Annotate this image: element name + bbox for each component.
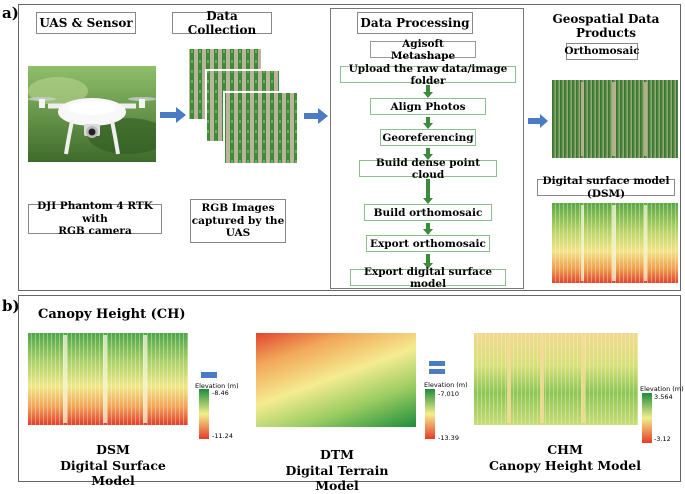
dsm-name: Digital Surface Model [60, 457, 166, 489]
dtm-legend-title: Elevation (m) [424, 381, 468, 389]
dtm-abbr: DTM [320, 447, 354, 462]
chm-map [474, 333, 638, 425]
processing-frame [330, 8, 524, 289]
processing-step: Export digital surface model [350, 266, 506, 290]
arrow-down-icon [423, 117, 433, 129]
collection-title-box: Data Collection [172, 9, 272, 37]
dsm-product-image [552, 203, 678, 283]
dtm-legend-bar [425, 389, 435, 439]
panel-a-label: a) [2, 4, 19, 22]
chm-abbr: CHM [547, 442, 583, 457]
collection-caption-box: RGB Images captured by the UAS [190, 199, 286, 243]
panel-b-label: b) [2, 297, 20, 315]
panel-a-frame [18, 4, 681, 291]
arrow-down-icon [423, 254, 433, 269]
dsm-caption: DSM Digital Surface Model [38, 442, 188, 489]
dsm-legend-bar [199, 389, 209, 439]
chm-legend-title: Elevation (m) [640, 385, 684, 393]
arrow-down-icon [423, 179, 433, 204]
dsm-legend-title: Elevation (m) [195, 382, 239, 390]
canopy-height-title: Canopy Height (CH) [38, 307, 186, 322]
minus-icon [201, 372, 217, 378]
software-box: Agisoft Metashape [370, 38, 476, 62]
processing-step: Upload the raw data/image folder [340, 63, 516, 87]
dtm-legend-min: -13.39 [438, 434, 459, 442]
processing-step-label: Upload the raw data/image folder [348, 62, 508, 87]
chm-legend-bar [642, 393, 652, 443]
orthomosaic-image [552, 80, 678, 158]
dtm-caption: DTM Digital Terrain Model [262, 447, 412, 494]
arrow-down-icon [423, 85, 433, 98]
orthomosaic-box: Orthomosaic [564, 43, 640, 60]
uas-caption-line1: DJI Phantom 4 RTK with [37, 200, 153, 225]
panel-b-frame [18, 295, 681, 482]
dsm-legend-min: -11.24 [212, 432, 233, 440]
processing-step-label: Export digital surface model [363, 265, 493, 290]
chm-caption: CHM Canopy Height Model [480, 442, 650, 473]
processing-step: Export orthomosaic [366, 235, 490, 252]
dtm-legend-max: -7.010 [438, 390, 459, 398]
processing-step-label: Build dense point cloud [375, 156, 481, 181]
processing-step: Build dense point cloud [359, 157, 497, 181]
processing-step-label: Align Photos [390, 100, 466, 113]
uas-title: UAS & Sensor [39, 15, 133, 30]
arrow-right-icon [528, 114, 548, 128]
uas-caption-line2: RGB camera [58, 225, 132, 238]
chm-legend-min: -3.12 [654, 435, 671, 443]
collection-caption-line2: captured by the [191, 214, 285, 227]
arrow-right-icon [160, 107, 186, 123]
equals-icon [429, 361, 445, 375]
dsm-product-box: Digital surface model (DSM) [537, 175, 675, 200]
arrow-right-icon [304, 108, 328, 124]
software-label: Agisoft Metashape [390, 37, 456, 62]
dtm-map [256, 333, 416, 427]
arrow-down-icon [423, 148, 433, 160]
processing-title: Data Processing [360, 15, 470, 30]
products-title: Geospatial Data Products [552, 12, 660, 40]
image-stack [188, 48, 299, 165]
collection-caption-line3: UAS [225, 227, 251, 240]
arrow-down-icon [423, 223, 433, 235]
uas-title-box: UAS & Sensor [36, 12, 136, 34]
collection-caption-line1: RGB Images [201, 202, 275, 215]
dsm-product-label: Digital surface model (DSM) [542, 174, 670, 200]
processing-step-label: Export orthomosaic [370, 237, 486, 250]
processing-step-label: Build orthomosaic [373, 206, 483, 219]
chm-name: Canopy Height Model [489, 457, 641, 473]
dsm-abbr: DSM [96, 442, 130, 457]
drone-image [28, 66, 156, 162]
processing-step: Georeferencing [380, 129, 476, 146]
processing-title-box: Data Processing [357, 12, 473, 34]
processing-step: Build orthomosaic [364, 204, 492, 221]
dsm-map [28, 333, 188, 425]
chm-legend-max: 3.564 [654, 393, 673, 401]
dtm-name: Digital Terrain Model [285, 462, 389, 494]
collection-title: Data Collection [187, 8, 257, 37]
uas-caption-box: DJI Phantom 4 RTK with RGB camera [28, 200, 162, 237]
dsm-legend-max: -8.46 [212, 389, 229, 397]
orthomosaic-label: Orthomosaic [564, 45, 640, 58]
processing-step: Align Photos [370, 98, 486, 115]
processing-step-label: Georeferencing [382, 131, 474, 144]
